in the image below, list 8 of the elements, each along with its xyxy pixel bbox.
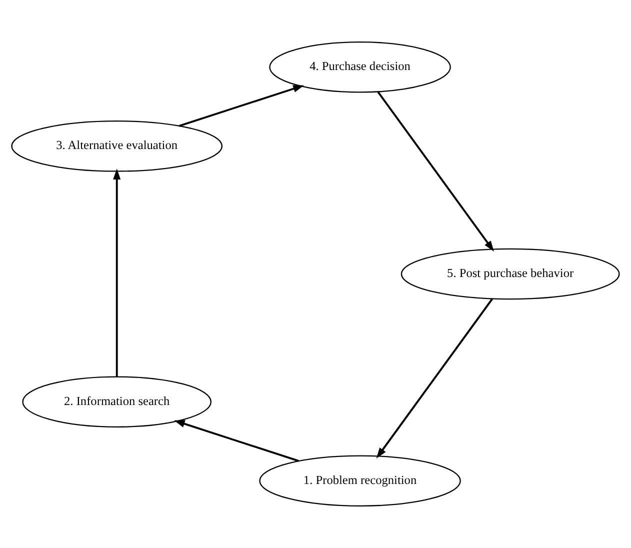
arrow [376, 298, 494, 458]
arrow [113, 168, 121, 377]
node-ellipse: 1. Problem recognition [259, 455, 461, 507]
node-ellipse: 3. Alternative evaluation [11, 120, 223, 172]
arrow [174, 420, 299, 462]
node-ellipse: 5. Post purchase behavior [400, 248, 620, 300]
arrow [178, 85, 304, 127]
arrow [377, 91, 494, 252]
